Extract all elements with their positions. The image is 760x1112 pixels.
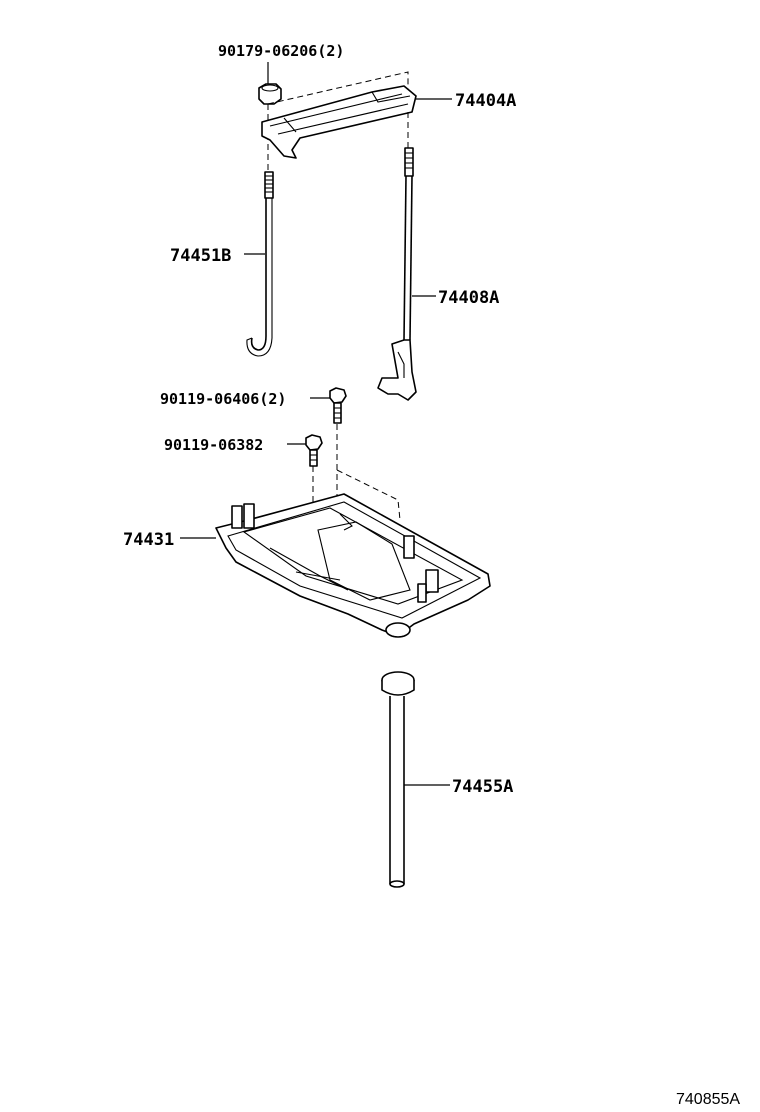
pipe-label: 74455A	[452, 777, 513, 797]
lower-bolt-label: 90119-06382	[164, 436, 263, 454]
upper-bolt-label: 90119-06406(2)	[160, 390, 286, 408]
tray-label: 74431	[123, 530, 174, 550]
lower-bolt-part	[287, 434, 323, 530]
right-rod-label: 74408A	[438, 288, 499, 308]
left-rod-part	[244, 171, 274, 357]
nut-label: 90179-06206(2)	[218, 42, 344, 60]
upper-bolt-part	[310, 387, 347, 500]
clamp-label: 74404A	[455, 91, 516, 111]
left-rod-label: 74451B	[170, 246, 231, 266]
nut-part	[258, 62, 282, 170]
tray-part	[180, 469, 491, 638]
clamp-part	[261, 71, 452, 159]
right-rod-part	[377, 147, 436, 401]
pipe-part	[381, 671, 450, 888]
diagram-reference: 740855A	[676, 1091, 740, 1108]
